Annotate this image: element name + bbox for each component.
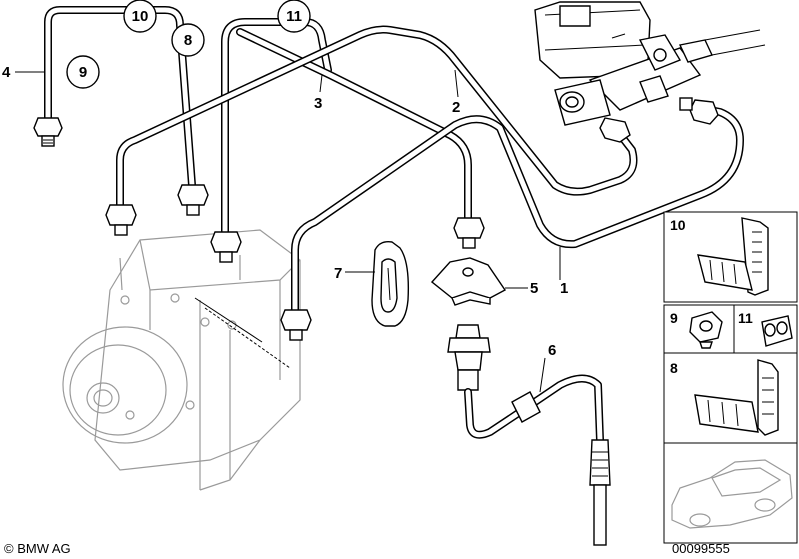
pipe-fitting-nut [210,231,242,263]
legend-label-10: 10 [670,217,686,233]
vehicle-locator-panel [663,442,798,544]
callout-circle-10 [123,0,157,33]
leader-lines [15,69,561,393]
brake-pipe-4 [44,6,196,189]
diagram-number: 00099555 [672,541,730,556]
callout-1: 1 [560,280,568,297]
pipe-fitting-nut [599,117,631,143]
pipe-fitting-nut [453,217,485,249]
callout-4: 4 [2,64,11,81]
pipe-fitting-nut [177,184,209,216]
brake-pipe-2 [116,25,638,209]
callout-6: 6 [548,342,556,359]
pipe-fitting-nut [679,97,719,125]
callout-8: 8 [184,32,192,49]
callout-3: 3 [314,95,322,112]
pipe-fitting-nut [105,204,137,236]
abs-hydraulic-unit [62,229,301,491]
brake-hose-part-6 [447,324,611,546]
brake-pipe-11 [221,18,332,236]
callout-9: 9 [79,64,87,81]
callout-11: 11 [286,8,302,25]
legend-label-11: 11 [738,310,753,326]
callout-2: 2 [452,99,460,116]
car-silhouette-icon [671,459,793,529]
legend-label-8: 8 [670,360,678,376]
callout-5: 5 [530,280,538,297]
legend-label-9: 9 [670,310,678,326]
pipe-clip-9-icon [689,311,723,349]
pipe-clip-11-icon [761,315,793,347]
brake-pipe-3 [236,28,472,222]
callout-10: 10 [132,8,149,25]
callout-circle-8 [171,23,205,57]
grommet-part-7 [371,240,410,327]
callout-labels: 1 2 3 4 5 6 7 8 9 10 11 [2,0,568,359]
pipe-fitting-nut [280,309,312,341]
pipe-clip-8-icon [694,359,779,436]
legend-panels: 10 9 11 8 [663,211,798,544]
callout-circle-11 [277,0,311,33]
callout-circle-9 [66,55,100,89]
master-cylinder [534,1,766,126]
callout-7: 7 [334,265,342,282]
pipe-fitting-nut [33,117,63,147]
bracket-part-5 [430,257,507,306]
brake-pipe-1 [291,104,744,314]
copyright-text: © BMW AG [4,541,71,556]
pipe-clip-10-icon [697,217,769,296]
